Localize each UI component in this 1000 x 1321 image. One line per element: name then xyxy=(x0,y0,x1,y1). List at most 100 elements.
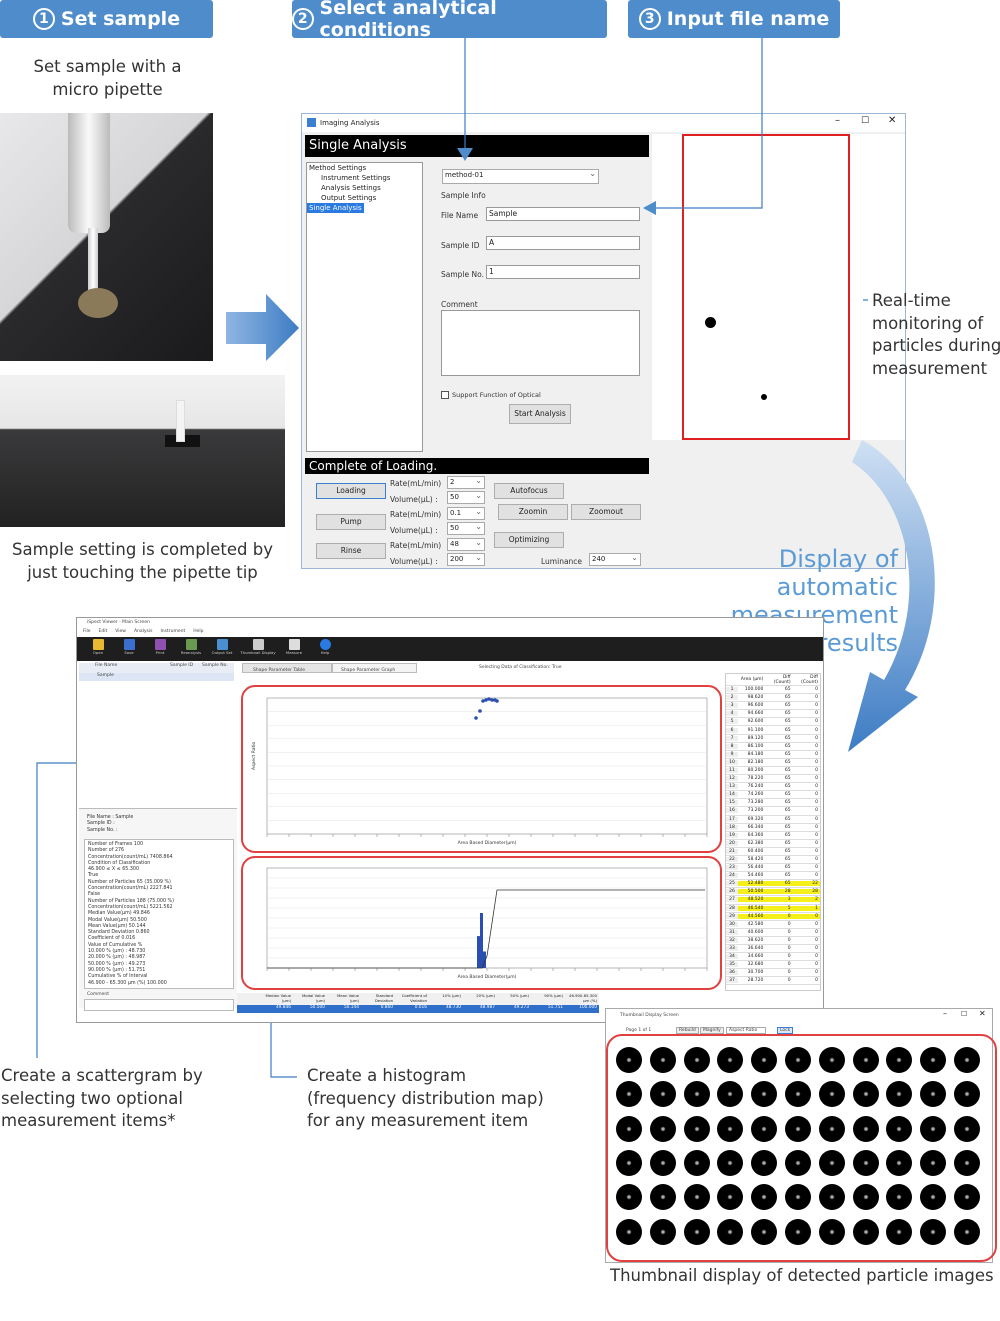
particle-thumbnail[interactable] xyxy=(920,1218,947,1245)
menu-edit[interactable]: Edit xyxy=(98,629,108,634)
particle-thumbnail[interactable] xyxy=(616,1184,642,1211)
menu-analysis[interactable]: Analysis xyxy=(133,629,153,634)
toolbar-help-button[interactable]: Help xyxy=(312,637,338,661)
particle-thumbnail[interactable] xyxy=(649,1218,676,1245)
particle-thumbnail[interactable] xyxy=(920,1047,947,1073)
particle-thumbnail[interactable] xyxy=(818,1115,845,1142)
particle-thumbnail[interactable] xyxy=(717,1218,744,1245)
tree-instrument-settings[interactable]: Instrument Settings xyxy=(321,174,391,182)
file-name-input[interactable]: Sample xyxy=(486,207,640,221)
particle-thumbnail[interactable] xyxy=(818,1218,845,1245)
particle-thumbnail[interactable] xyxy=(954,1081,980,1108)
particle-thumbnail[interactable] xyxy=(683,1218,710,1245)
method-select[interactable]: method-01 xyxy=(442,168,599,184)
optimizing-button[interactable]: Optimizing xyxy=(494,532,564,548)
minimize-button[interactable]: – xyxy=(835,115,840,126)
particle-thumbnail[interactable] xyxy=(886,1184,913,1211)
particle-thumbnail[interactable] xyxy=(886,1047,913,1073)
loading-button[interactable]: Loading xyxy=(316,483,386,499)
particle-thumbnail[interactable] xyxy=(920,1149,947,1176)
particle-thumbnail[interactable] xyxy=(954,1047,980,1073)
menu-help[interactable]: Help xyxy=(193,629,204,634)
particle-thumbnail[interactable] xyxy=(717,1081,744,1108)
minimize-button[interactable]: – xyxy=(943,1009,947,1018)
volume-select-pump[interactable]: 50 xyxy=(447,521,485,535)
particle-thumbnail[interactable] xyxy=(649,1184,676,1211)
comment-textarea[interactable] xyxy=(441,310,640,376)
aspect-ratio-select[interactable]: Aspect Ratio xyxy=(726,1027,766,1034)
particle-thumbnail[interactable] xyxy=(751,1218,778,1245)
rate-select-rinse[interactable]: 48 xyxy=(447,537,485,551)
particle-thumbnail[interactable] xyxy=(616,1149,642,1176)
particle-thumbnail[interactable] xyxy=(717,1115,744,1142)
particle-thumbnail[interactable] xyxy=(818,1149,845,1176)
particle-thumbnail[interactable] xyxy=(649,1081,676,1108)
lock-button[interactable]: Lock xyxy=(777,1027,794,1034)
toolbar-open-button[interactable]: Open xyxy=(85,637,111,661)
particle-thumbnail[interactable] xyxy=(954,1184,980,1211)
sample-no-input[interactable]: 1 xyxy=(486,265,640,279)
particle-thumbnail[interactable] xyxy=(751,1184,778,1211)
particle-thumbnail[interactable] xyxy=(785,1184,811,1211)
maximize-button[interactable]: ☐ xyxy=(861,116,870,126)
particle-thumbnail[interactable] xyxy=(920,1184,947,1211)
particle-thumbnail[interactable] xyxy=(852,1218,879,1245)
particle-thumbnail[interactable] xyxy=(616,1047,642,1073)
particle-thumbnail[interactable] xyxy=(751,1149,778,1176)
particle-thumbnail[interactable] xyxy=(785,1149,811,1176)
close-button[interactable]: ✕ xyxy=(888,115,897,126)
start-analysis-button[interactable]: Start Analysis xyxy=(509,404,571,424)
rebuild-button[interactable]: Rebuild xyxy=(676,1027,699,1034)
tree-single-analysis[interactable]: Single Analysis xyxy=(307,203,364,213)
zoomin-button[interactable]: Zoomin xyxy=(498,504,568,520)
particle-thumbnail[interactable] xyxy=(852,1047,879,1073)
volume-select-rinse[interactable]: 200 xyxy=(447,552,485,566)
particle-thumbnail[interactable] xyxy=(683,1081,710,1108)
particle-thumbnail[interactable] xyxy=(683,1115,710,1142)
pump-button[interactable]: Pump xyxy=(316,514,386,530)
particle-thumbnail[interactable] xyxy=(717,1047,744,1073)
rate-select-pump[interactable]: 0.1 xyxy=(447,506,485,520)
magnify-button[interactable]: Magnify xyxy=(700,1027,724,1034)
particle-thumbnail[interactable] xyxy=(818,1184,845,1211)
particle-thumbnail[interactable] xyxy=(751,1047,778,1073)
luminance-select[interactable]: 240 xyxy=(589,552,641,566)
particle-thumbnail[interactable] xyxy=(852,1184,879,1211)
classification-selector[interactable]: Selecting Data of Classification: True xyxy=(479,665,562,670)
maximize-button[interactable]: ☐ xyxy=(961,1010,968,1018)
autofocus-button[interactable]: Autofocus xyxy=(494,483,564,499)
rate-select-loading[interactable]: 2 xyxy=(447,475,485,489)
particle-thumbnail[interactable] xyxy=(751,1115,778,1142)
particle-thumbnail[interactable] xyxy=(852,1149,879,1176)
toolbar-thumbnail-display-button[interactable]: Thumbnail Display xyxy=(240,637,276,661)
tab-shape-parameter-table[interactable]: Shape Parameter Table xyxy=(242,663,332,673)
tab-shape-parameter-graph[interactable]: Shape Parameter Graph xyxy=(332,663,417,673)
toolbar-save-button[interactable]: Save xyxy=(116,637,142,661)
particle-thumbnail[interactable] xyxy=(886,1081,913,1108)
toolbar-output-set-button[interactable]: Output Set xyxy=(209,637,235,661)
tree-output-settings[interactable]: Output Settings xyxy=(321,194,377,202)
